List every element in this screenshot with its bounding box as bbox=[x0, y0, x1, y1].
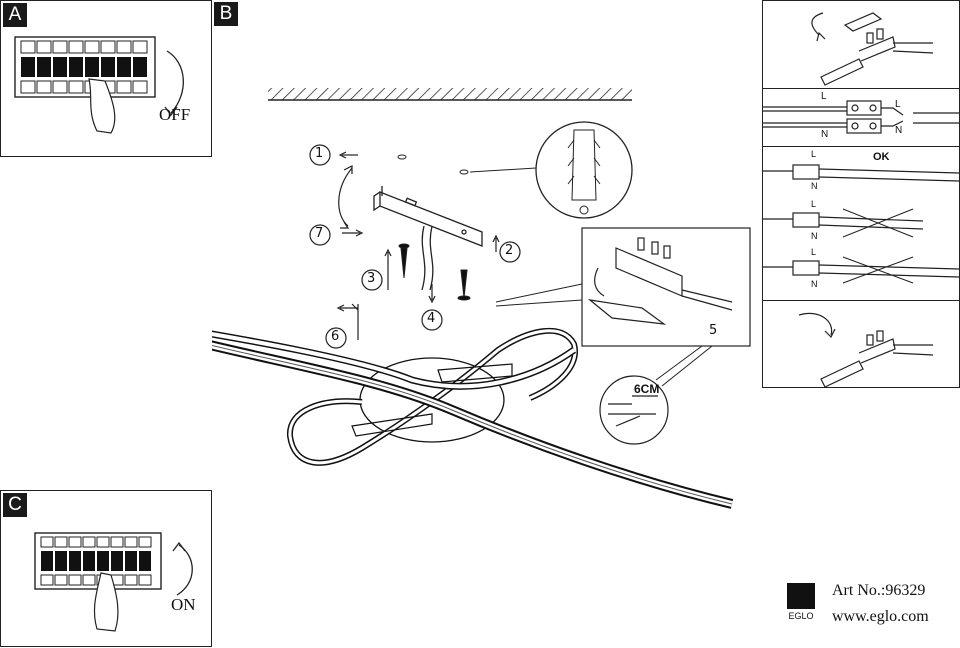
screws bbox=[398, 243, 471, 301]
strip-length-callout bbox=[599, 375, 669, 445]
art-number: Art No.:96329 bbox=[832, 582, 926, 599]
step-2: 2 bbox=[505, 243, 514, 258]
wiring-panel-2: L N L N bbox=[762, 88, 960, 147]
panel-b-tag: B bbox=[214, 2, 238, 26]
panel-b: B bbox=[212, 0, 763, 647]
website: www.eglo.com bbox=[832, 608, 929, 625]
neutral-label-2: N bbox=[895, 125, 903, 136]
wiring-panel-4 bbox=[762, 300, 960, 388]
brand-label: EGLO bbox=[788, 611, 814, 621]
ok-label: OK bbox=[873, 151, 890, 163]
on-label: ON bbox=[171, 595, 196, 614]
terminal-callout bbox=[581, 227, 751, 347]
panel-c-tag: C bbox=[3, 493, 27, 517]
light-fixture bbox=[212, 327, 734, 509]
neutral-label-3: N bbox=[811, 181, 818, 191]
connector-open-illustration bbox=[811, 12, 934, 86]
wiring-panel-3: OK L N L N L N bbox=[762, 146, 960, 301]
neutral-label-5: N bbox=[811, 279, 818, 289]
ceiling-hatch bbox=[268, 88, 632, 100]
live-label-1: L bbox=[821, 91, 827, 102]
step-7: 7 bbox=[315, 226, 324, 241]
terminal-block-diagram bbox=[763, 100, 960, 134]
breaker-box-on bbox=[34, 532, 193, 632]
panel-a-tag: A bbox=[3, 3, 27, 27]
strip-length-label: 6CM bbox=[634, 382, 660, 396]
connector-close-illustration bbox=[798, 312, 934, 388]
eglo-logo: EGLO bbox=[784, 583, 818, 623]
neutral-label-1: N bbox=[821, 129, 829, 140]
off-label: OFF bbox=[159, 105, 191, 124]
installation-diagram bbox=[212, 88, 751, 509]
live-label-3: L bbox=[811, 149, 817, 159]
neutral-label-4: N bbox=[811, 231, 818, 241]
step-3: 3 bbox=[367, 271, 376, 286]
wire-insertion-examples bbox=[763, 164, 960, 284]
breaker-box-off bbox=[14, 36, 184, 134]
step-5: 5 bbox=[709, 323, 718, 338]
step-1: 1 bbox=[315, 146, 324, 161]
step-4: 4 bbox=[427, 311, 436, 326]
live-label-5: L bbox=[811, 247, 817, 257]
live-label-2: L bbox=[895, 99, 901, 110]
wiring-panel-1 bbox=[762, 0, 960, 89]
panel-a: A OFF bbox=[0, 0, 212, 157]
step-6: 6 bbox=[331, 329, 340, 344]
live-label-4: L bbox=[811, 199, 817, 209]
mounting-bracket bbox=[373, 186, 483, 247]
panel-c: C ON bbox=[0, 490, 212, 647]
